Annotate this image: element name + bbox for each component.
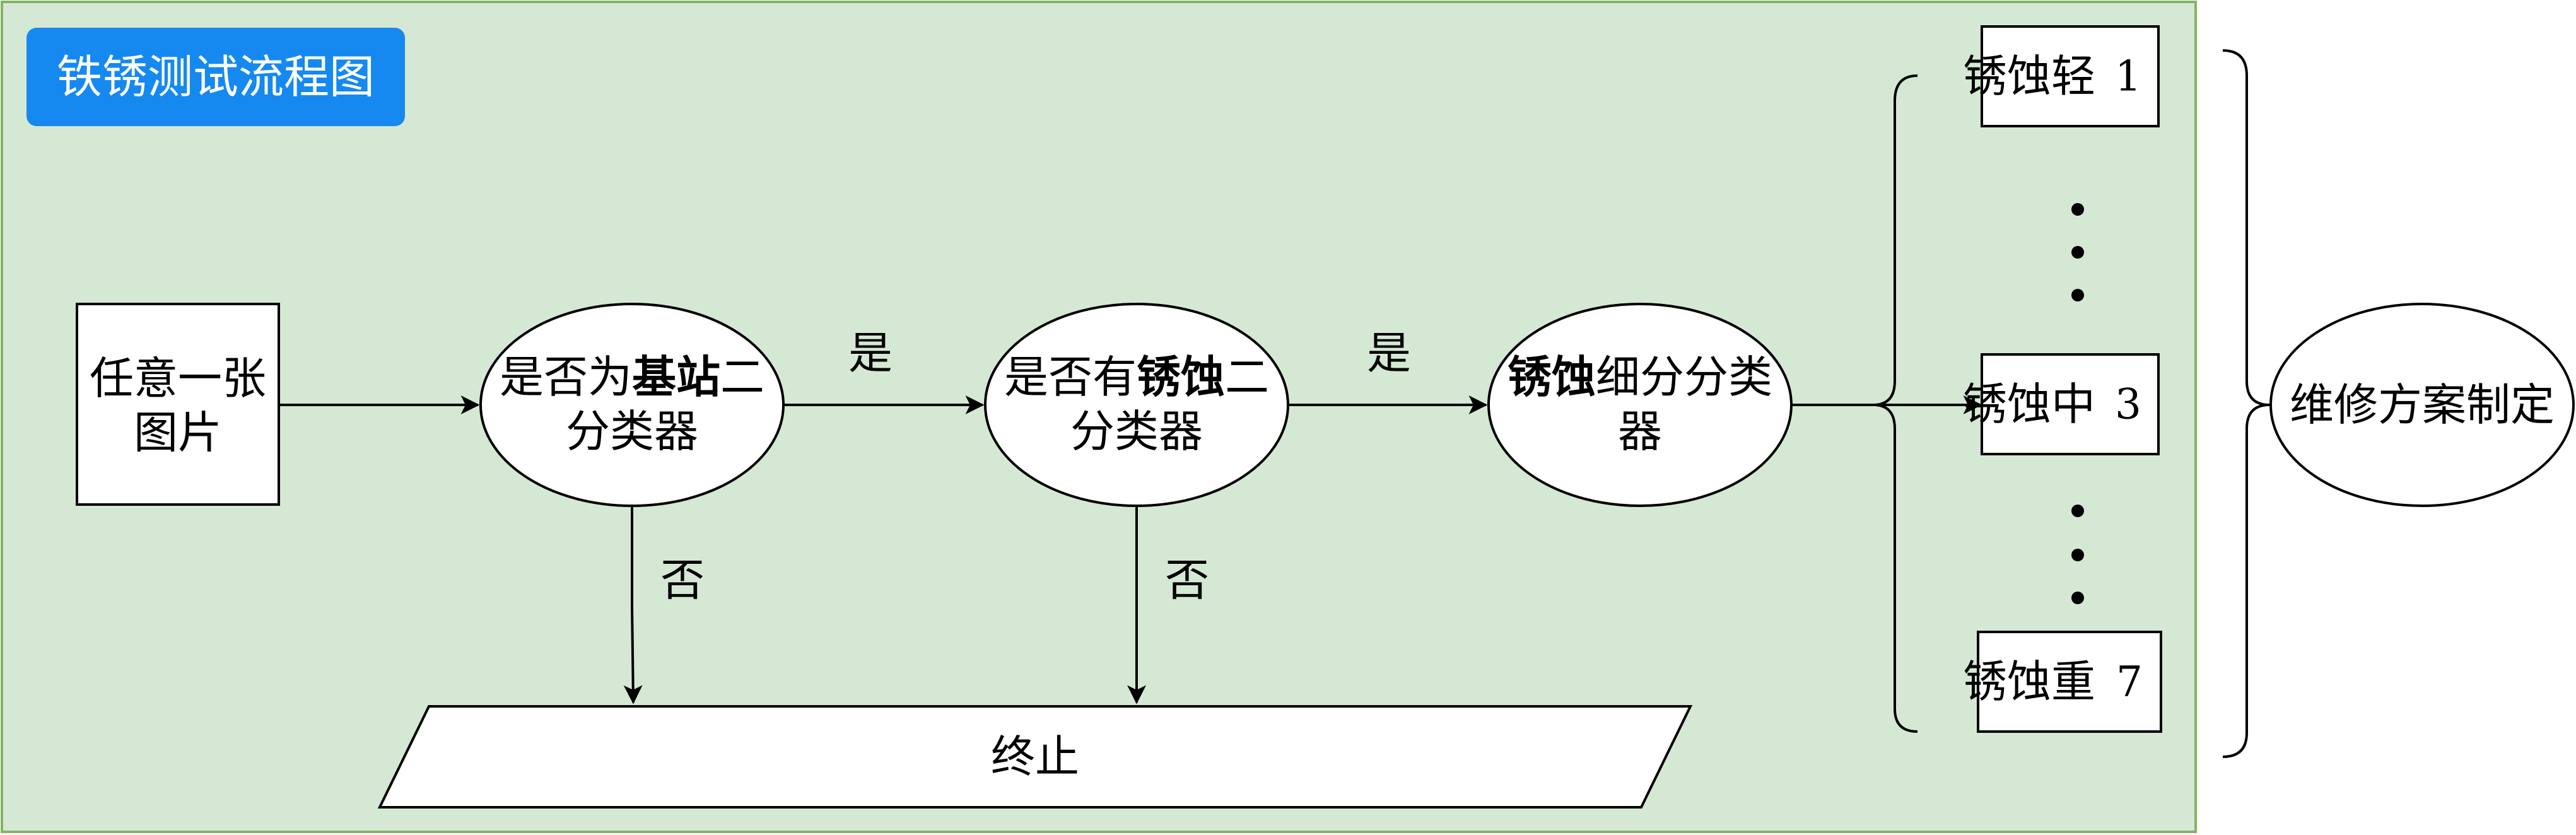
edge-label-yes-2: 是 <box>1367 327 1411 379</box>
rust-classifier-node: 是否有锈蚀二 分类器 <box>984 303 1289 507</box>
level-heavy-box: 锈蚀重 7 <box>1963 631 2162 733</box>
station-node-line1: 是否为基站二 <box>500 351 764 403</box>
level-light-label: 锈蚀轻 <box>1963 50 2095 102</box>
fine-node-bold: 锈蚀 <box>1508 351 1596 403</box>
input-node-line2: 图片 <box>134 407 222 458</box>
station-node-post: 二 <box>720 351 764 403</box>
level-mid-number: 3 <box>2115 380 2141 429</box>
fine-node-post: 细分分类 <box>1596 351 1772 403</box>
plan-brace <box>2222 49 2270 758</box>
level-light-number: 1 <box>2115 52 2141 101</box>
terminate-label: 终止 <box>991 731 1079 783</box>
station-node-pre: 是否为 <box>500 351 632 403</box>
edge-label-no-1: 否 <box>660 554 705 606</box>
edge-label-no-2: 否 <box>1165 554 1209 606</box>
rust-node-pre: 是否有 <box>1004 351 1137 403</box>
input-node-line1: 任意一张 <box>90 353 266 404</box>
rust-node-post: 二 <box>1225 351 1269 403</box>
rust-node-bold: 锈蚀 <box>1137 351 1225 403</box>
station-node-line2: 分类器 <box>566 406 698 457</box>
rust-node-line1: 是否有锈蚀二 <box>1004 351 1269 403</box>
input-image-node: 任意一张 图片 <box>76 303 280 506</box>
level-heavy-number: 7 <box>2116 658 2143 706</box>
level-mid-label: 锈蚀中 <box>1963 378 2095 430</box>
edge-label-yes-1: 是 <box>848 327 893 379</box>
levels-brace <box>1873 74 1918 733</box>
title-badge: 铁锈测试流程图 <box>26 28 405 126</box>
level-light-box: 锈蚀轻 1 <box>1963 25 2160 127</box>
repair-plan-label: 维修方案制定 <box>2290 379 2555 431</box>
title-text: 铁锈测试流程图 <box>57 50 375 103</box>
rust-fine-classifier-node: 锈蚀细分分类 器 <box>1487 303 1793 507</box>
level-heavy-label: 锈蚀重 <box>1963 656 2095 708</box>
ellipsis-dots-upper <box>2071 203 2084 301</box>
fine-node-line1: 锈蚀细分分类 <box>1508 351 1772 403</box>
ellipsis-dots-lower <box>2071 505 2084 604</box>
edge-station-to-terminate <box>623 506 643 704</box>
fine-node-line2: 器 <box>1618 406 1662 457</box>
terminate-node: 终止 <box>377 705 1693 809</box>
station-node-bold: 基站 <box>632 351 720 403</box>
station-classifier-node: 是否为基站二 分类器 <box>479 303 785 507</box>
repair-plan-node: 维修方案制定 <box>2269 303 2575 507</box>
rust-node-line2: 分类器 <box>1070 406 1203 457</box>
level-mid-box: 锈蚀中 3 <box>1963 353 2160 455</box>
